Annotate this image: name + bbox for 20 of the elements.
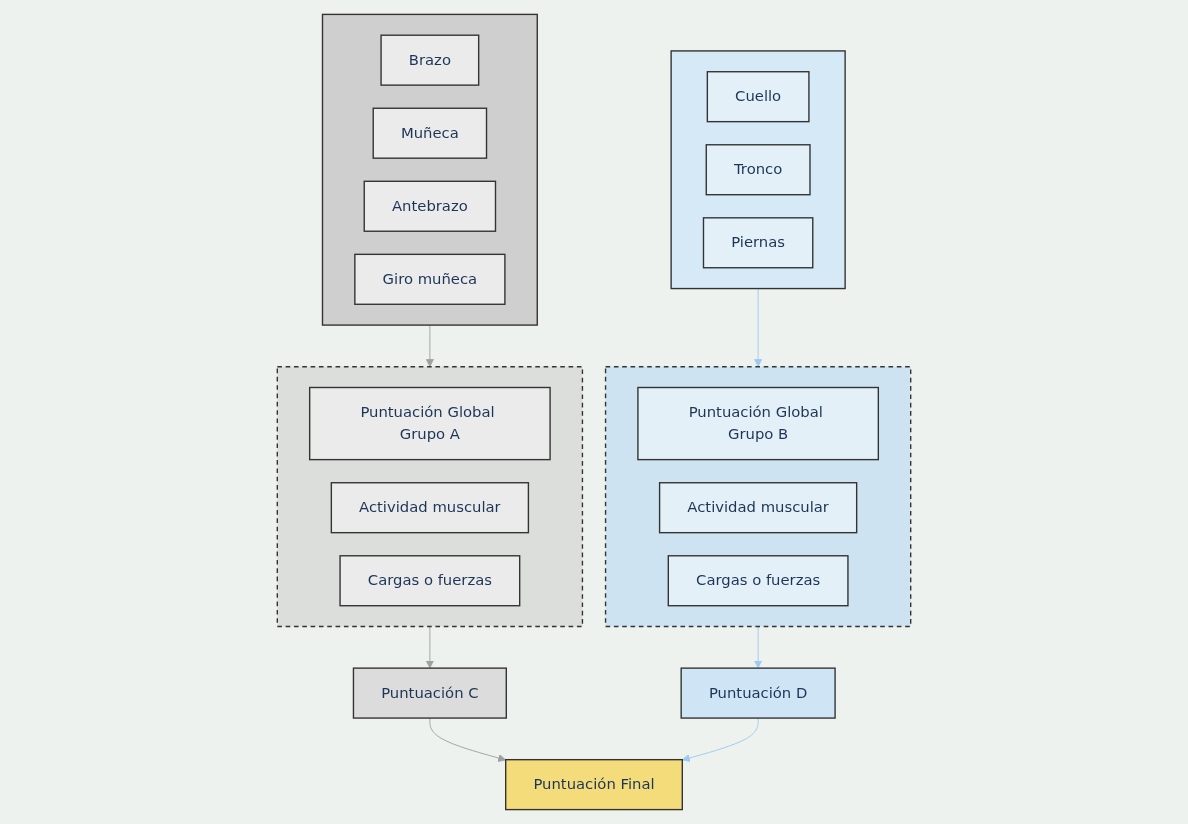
- node-box: Piernas: [702, 217, 814, 269]
- cluster: [276, 366, 584, 628]
- node-box: Tronco: [705, 144, 811, 196]
- node-box: Puntuación D: [680, 667, 836, 719]
- node-box: Cargas o fuerzas: [339, 555, 521, 607]
- node-box: Cargas o fuerzas: [667, 555, 849, 607]
- node-box: Giro muñeca: [354, 253, 506, 305]
- node-box: Brazo: [380, 34, 480, 86]
- cluster: [321, 13, 538, 326]
- node-box: Puntuación Global Grupo B: [637, 386, 880, 461]
- cluster: [670, 50, 846, 290]
- node-box: Puntuación Final: [505, 758, 683, 811]
- node-box: Puntuación Global Grupo A: [308, 386, 551, 461]
- node-box: Actividad muscular: [658, 482, 858, 534]
- node-box: Antebrazo: [363, 180, 497, 232]
- cluster: [604, 366, 912, 628]
- node-box: Cuello: [706, 71, 810, 123]
- node-box: Actividad muscular: [330, 482, 530, 534]
- node-box: Muñeca: [372, 107, 488, 159]
- node-box: Puntuación C: [352, 667, 507, 719]
